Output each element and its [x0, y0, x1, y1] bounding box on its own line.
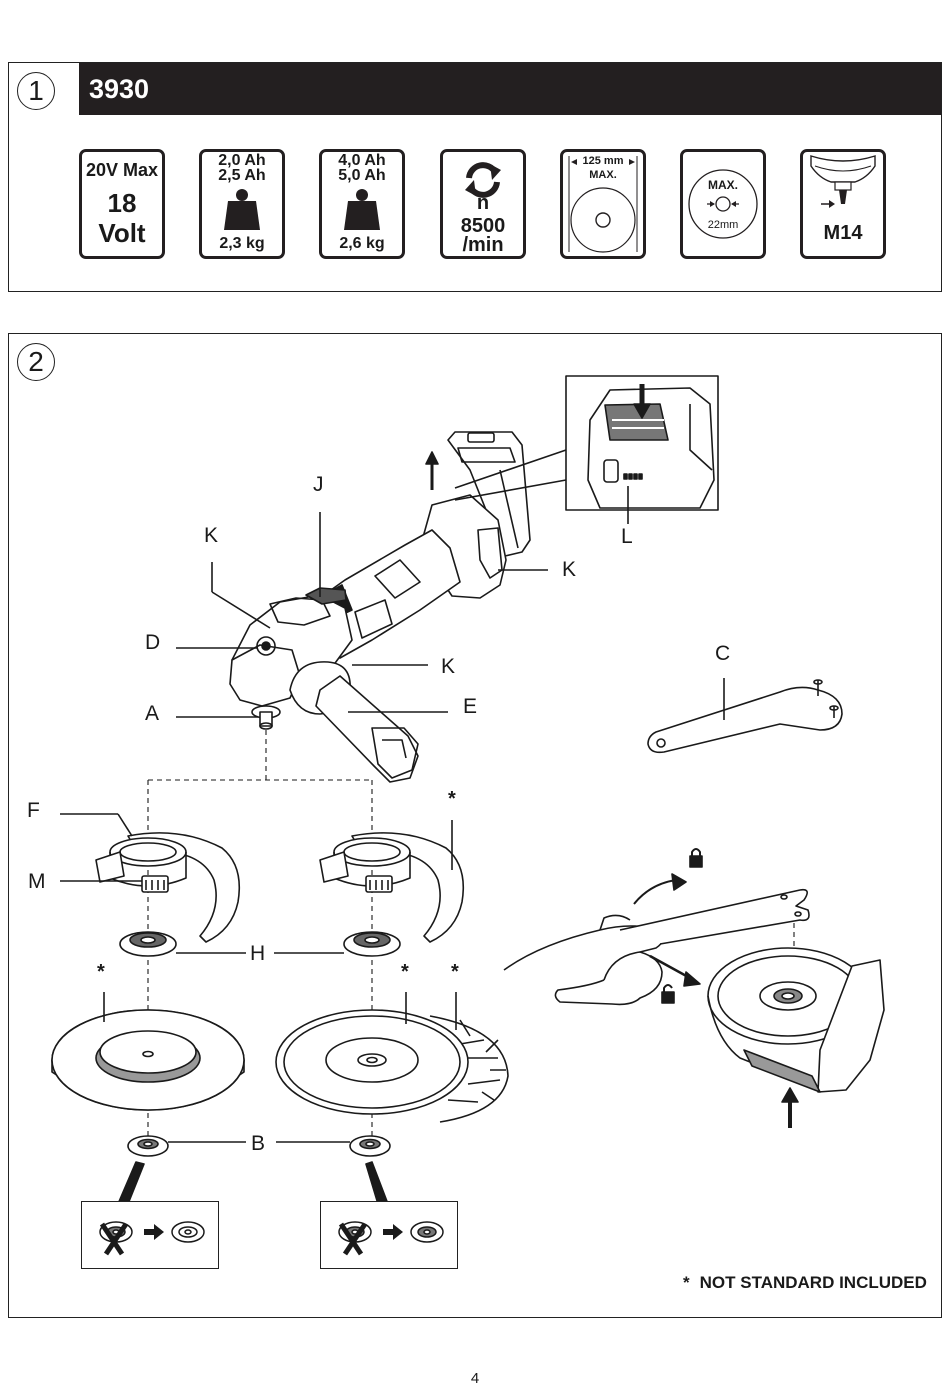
bore-spec: MAX. 22mm: [680, 149, 766, 259]
rotation-icon: [465, 162, 501, 198]
battery-capacity-c: 4,0 Ah: [338, 152, 386, 169]
label-C: C: [715, 642, 731, 665]
label-L: L: [621, 525, 633, 548]
voltage-unit: Volt: [98, 218, 146, 248]
nut-orientation-box-right: [320, 1201, 458, 1269]
label-F: F: [27, 799, 40, 822]
disc-max-label: MAX.: [589, 169, 617, 181]
speed-n: n: [476, 192, 490, 214]
weight-value-2: 2,6 kg: [339, 235, 385, 252]
weight-value-1: 2,3 kg: [219, 235, 265, 252]
label-E: E: [463, 695, 478, 718]
not-included-note: * NOT STANDARD INCLUDED: [683, 1273, 927, 1293]
voltage-max-label: 20V Max: [85, 160, 159, 180]
label-K-rear: K: [562, 558, 577, 581]
bore-max-label: MAX.: [708, 178, 738, 192]
speed-spec: n 8500 /min: [440, 149, 526, 259]
section-number-1: 1: [17, 72, 55, 110]
weight-spec-1: 2,0 Ah 2,5 Ah 2,3 kg: [199, 149, 285, 259]
assembly-panel: 2: [8, 333, 942, 1318]
label-B: B: [251, 1132, 266, 1155]
disc-diameter-spec: 125 mm MAX.: [560, 149, 646, 259]
spindle-spec: M14: [800, 149, 886, 259]
asterisk-disc-left: *: [97, 961, 105, 983]
nut-orientation-icon: [338, 1221, 444, 1256]
voltage-spec: 20V Max 18 Volt: [79, 149, 165, 259]
label-K-top: K: [204, 524, 219, 547]
asterisk-disc-right-b: *: [451, 961, 459, 983]
spindle-flange-icon: [810, 155, 876, 208]
battery-capacity-b: 2,5 Ah: [218, 167, 266, 184]
speed-unit: /min: [462, 234, 504, 256]
label-K-front: K: [441, 655, 456, 678]
weight-spec-2: 4,0 Ah 5,0 Ah 2,6 kg: [319, 149, 405, 259]
bore-size-label: 22mm: [707, 219, 739, 231]
weight-icon: [224, 189, 260, 230]
nut-orientation-icon: [99, 1221, 205, 1256]
label-H: H: [250, 942, 266, 965]
model-number: 3930: [79, 63, 941, 115]
note-asterisk: *: [683, 1273, 690, 1292]
label-A: A: [145, 702, 160, 725]
asterisk-disc-right-a: *: [401, 961, 409, 983]
note-text: NOT STANDARD INCLUDED: [699, 1273, 927, 1292]
label-switch-J: J: [313, 473, 324, 496]
spec-panel: 1 3930 20V Max 18 Volt 2,0 Ah 2,5 Ah 2,3…: [8, 62, 942, 292]
voltage-value: 18: [107, 188, 137, 218]
disc-icon: [568, 156, 638, 253]
battery-capacity-d: 5,0 Ah: [338, 167, 386, 184]
label-M: M: [28, 870, 46, 893]
page-number: 4: [470, 1370, 480, 1387]
disc-size-label: 125 mm: [582, 155, 624, 167]
bore-icon: [688, 169, 758, 239]
nut-orientation-box-left: [81, 1201, 219, 1269]
battery-capacity-a: 2,0 Ah: [218, 152, 266, 169]
section-number-2: 2: [17, 343, 55, 381]
weight-icon: [344, 189, 380, 230]
speed-value: 8500: [460, 215, 506, 237]
spindle-thread: M14: [823, 222, 863, 244]
asterisk-guard: *: [448, 788, 456, 810]
label-D: D: [145, 631, 161, 654]
